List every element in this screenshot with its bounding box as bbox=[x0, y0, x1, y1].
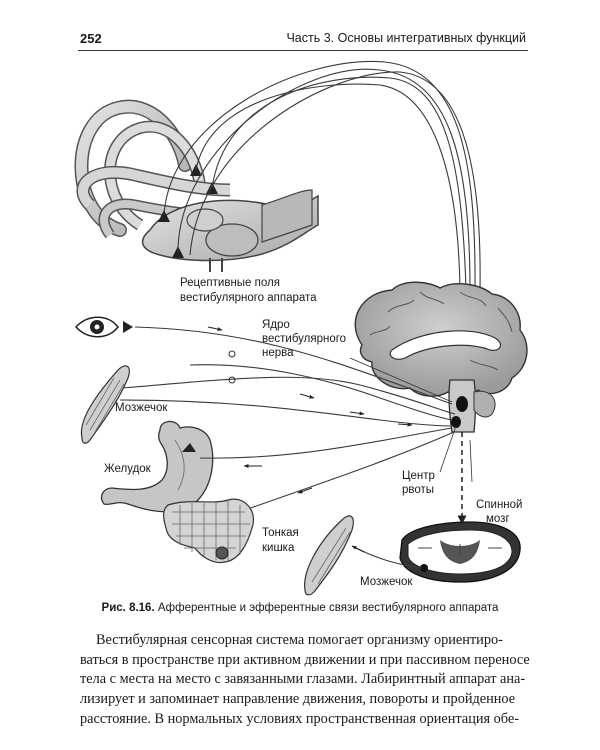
afferent-fibers bbox=[119, 326, 456, 427]
vestibular-connections-figure: Рецептивные поля вестибулярного аппарата… bbox=[74, 60, 528, 596]
muscle-upper-illustration bbox=[80, 365, 130, 444]
label-receptive-line2: вестибулярного аппарата bbox=[180, 292, 317, 304]
body-line: Вестибулярная сенсорная система помогает… bbox=[96, 632, 503, 648]
efferent-fibers bbox=[199, 427, 455, 511]
labyrinth-to-brain-fibers bbox=[163, 60, 481, 291]
label-spinal-cord-line1: Спинной bbox=[476, 499, 522, 511]
stomach-illustration bbox=[100, 420, 214, 513]
eye-illustration bbox=[74, 316, 133, 338]
figure-caption-text: Афферентные и эфферентные связи вестибул… bbox=[157, 602, 499, 614]
label-nucleus-line3: нерва bbox=[262, 347, 294, 359]
labyrinth-illustration bbox=[74, 99, 319, 272]
label-small-intestine-line1: Тонкая bbox=[262, 527, 299, 539]
running-head: Часть 3. Основы интегративных функций bbox=[286, 31, 526, 45]
figure-labels: Рецептивные поля вестибулярного аппарата… bbox=[104, 277, 522, 588]
label-vomit-center-line2: рвоты bbox=[402, 484, 434, 496]
label-small-intestine-line2: кишка bbox=[262, 542, 295, 554]
page-number: 252 bbox=[80, 31, 102, 46]
small-intestine-illustration bbox=[163, 498, 254, 564]
muscle-lower-illustration bbox=[304, 515, 354, 596]
label-nucleus-line1: Ядро bbox=[262, 319, 290, 331]
body-paragraph: Вестибулярная сенсорная система помогает… bbox=[80, 631, 530, 730]
brain-illustration bbox=[354, 281, 528, 433]
body-line: ваться в пространстве при активном движе… bbox=[80, 651, 530, 668]
label-cerebellum-upper: Мозжечок bbox=[115, 402, 168, 414]
figure-number: Рис. 8.16. bbox=[101, 602, 155, 614]
figure-drawing: Рецептивные поля вестибулярного аппарата… bbox=[74, 60, 528, 596]
header-rule bbox=[78, 50, 528, 51]
body-line: расстояние. В нормальных условиях простр… bbox=[80, 710, 519, 727]
label-vomit-center-line1: Центр bbox=[402, 470, 435, 482]
label-spinal-cord-line2: мозг bbox=[486, 513, 510, 525]
body-line: лизирует и запоминает направление движен… bbox=[80, 691, 516, 708]
label-nucleus-line2: вестибулярного bbox=[262, 333, 346, 345]
label-receptive-line1: Рецептивные поля bbox=[180, 277, 280, 289]
spinal-cord-illustration bbox=[399, 521, 521, 583]
figure-caption: Рис. 8.16. Афферентные и эфферентные свя… bbox=[0, 602, 600, 614]
label-stomach: Желудок bbox=[104, 463, 152, 475]
body-line: тела с места на место с завязанными глаз… bbox=[80, 671, 526, 688]
page-header: 252 Часть 3. Основы интегративных функци… bbox=[0, 0, 600, 60]
label-cerebellum-lower: Мозжечок bbox=[360, 576, 413, 588]
